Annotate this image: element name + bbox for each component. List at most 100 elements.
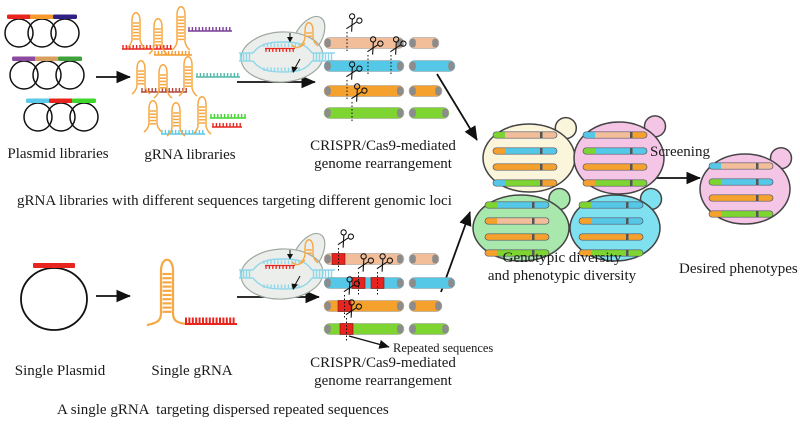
- plasmid-insert: [30, 14, 54, 19]
- desired-phenotypes-label: Desired phenotypes: [679, 261, 798, 277]
- flow-arrow: [348, 335, 390, 349]
- mini-chromosome: [493, 147, 557, 155]
- flow-arrow: [436, 73, 478, 141]
- grna-hairpin: [126, 12, 146, 49]
- crispr-bottom-line1: CRISPR/Cas9-mediated: [310, 355, 456, 371]
- grna-hairpin: [171, 6, 191, 51]
- dna-strand: [239, 41, 335, 73]
- plasmid-insert: [53, 14, 77, 19]
- cell-body: [699, 153, 791, 225]
- plasmid-circle: [4, 18, 34, 48]
- mini-chromosome: [583, 179, 647, 187]
- chromosome-orange: [323, 85, 443, 97]
- crispr-top-label: CRISPR/Cas9-mediated genome rearrangemen…: [303, 138, 463, 173]
- plasmid-circle: [69, 102, 99, 132]
- plasmid-circle: [50, 18, 80, 48]
- cut-site: [346, 13, 363, 51]
- cut-site: [367, 36, 384, 74]
- yeast-cell-cyan: [569, 187, 663, 262]
- cell-body: [472, 194, 570, 262]
- mini-chromosome: [493, 131, 557, 139]
- dna-strand: [239, 258, 335, 290]
- grna-libraries: [122, 6, 246, 137]
- repeated-sequences-label: Repeated sequences: [393, 341, 494, 355]
- mini-chromosome: [493, 163, 557, 171]
- single-plasmid: [20, 263, 88, 331]
- cut-site: [390, 36, 407, 74]
- mini-chromosome: [579, 233, 643, 241]
- mini-chromosome: [579, 249, 643, 257]
- grna-hairpin: [131, 60, 151, 95]
- plasmid-insert: [7, 14, 31, 19]
- bottom-chromosome-set: [323, 229, 456, 341]
- cell-body: [569, 194, 661, 262]
- grna-comb: [188, 27, 232, 32]
- mini-chromosome: [485, 249, 549, 257]
- grna-comb: [154, 51, 192, 56]
- single-grna-label: Single gRNA: [151, 363, 233, 379]
- plasmid-insert: [35, 56, 59, 61]
- yeast-cell-green: [472, 187, 571, 262]
- mini-chromosome: [583, 131, 647, 139]
- mini-chromosome: [709, 210, 773, 218]
- scissors-icon: [346, 61, 363, 80]
- crispr-top-line1: CRISPR/Cas9-mediated: [310, 138, 456, 154]
- top-chromosome-set: [323, 13, 456, 121]
- mini-chromosome: [485, 217, 549, 225]
- grna-comb: [265, 264, 295, 269]
- grna-hairpin: [143, 100, 163, 133]
- mini-chromosome: [485, 233, 549, 241]
- cut-site: [343, 276, 361, 318]
- scissors-icon: [337, 229, 355, 248]
- genotypic-line2: and phenotypic diversity: [487, 267, 637, 284]
- mini-chromosome: [485, 201, 549, 209]
- grna-hairpin: [299, 239, 319, 264]
- scissors-icon: [376, 253, 394, 272]
- crispr-bottom-line2: genome rearrangement: [314, 372, 452, 389]
- cas9-complex: [239, 15, 335, 83]
- grna-hairpin: [178, 56, 198, 97]
- single-grna-hairpin: [146, 258, 188, 327]
- mini-chromosome: [493, 179, 557, 187]
- cas9-complex: [239, 232, 335, 300]
- mini-chromosome: [579, 217, 643, 225]
- caption-top: gRNA libraries with different sequences …: [17, 193, 452, 209]
- yeast-cell-pink: [573, 115, 667, 195]
- scissors-icon: [343, 276, 361, 295]
- mini-chromosome: [709, 178, 773, 186]
- scissors-icon: [390, 36, 407, 55]
- plasmid-libraries: [4, 14, 99, 132]
- plasmid-circle: [9, 60, 39, 90]
- plasmid-insert: [12, 56, 36, 61]
- grna-comb: [196, 73, 240, 78]
- scissors-icon: [351, 83, 368, 102]
- cut-site: [337, 229, 355, 271]
- mini-chromosome: [583, 147, 647, 155]
- chromosome-green: [323, 107, 450, 119]
- scissors-icon: [357, 253, 375, 272]
- grna-libraries-label: gRNA libraries: [144, 147, 236, 163]
- cut-site: [351, 83, 368, 121]
- scissors-icon: [346, 13, 363, 32]
- plasmid-circle: [32, 60, 62, 90]
- screening-label: Screening: [650, 144, 710, 160]
- grna-comb: [265, 47, 295, 52]
- genotypic-diversity-label: Genotypic diversity and phenotypic diver…: [478, 250, 646, 285]
- yeast-cell-cream: [482, 116, 578, 193]
- single-plasmid-label: Single Plasmid: [14, 363, 106, 379]
- plasmid-insert: [72, 98, 96, 103]
- crispr-bottom-label: CRISPR/Cas9-mediated genome rearrangemen…: [303, 355, 463, 390]
- grna-hairpin: [166, 102, 186, 137]
- plasmid-insert: [33, 263, 75, 268]
- plasmid-libraries-label: Plasmid libraries: [7, 146, 109, 162]
- chromosome-peach: [323, 37, 440, 49]
- chromosome-cyan: [323, 60, 456, 72]
- mini-chromosome: [709, 162, 773, 170]
- plasmid-circle: [27, 18, 57, 48]
- scissors-icon: [367, 36, 384, 55]
- cut-site: [346, 61, 363, 99]
- grna-hairpin: [299, 22, 319, 47]
- grna-comb: [212, 123, 242, 128]
